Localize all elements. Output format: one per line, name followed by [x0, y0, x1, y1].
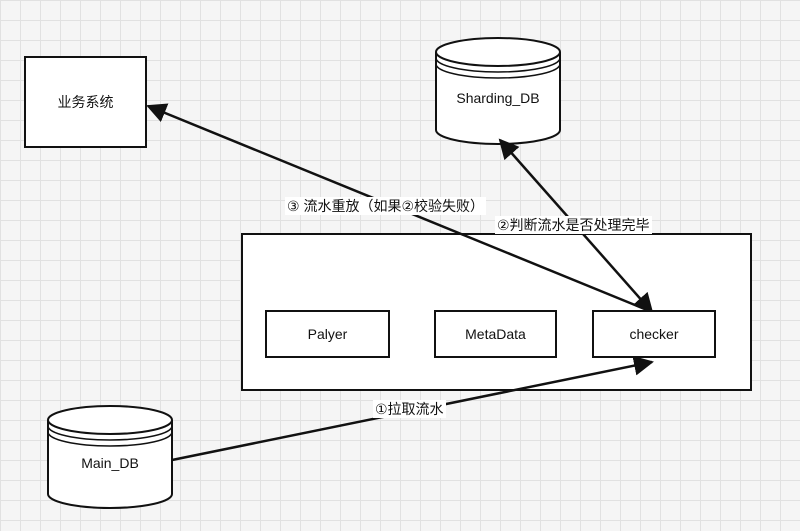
main-db-label: Main_DB [81, 455, 139, 471]
player-label: Palyer [307, 326, 348, 342]
edge-replay-label: ③ 流水重放（如果②校验失败） [285, 197, 486, 215]
metadata-label: MetaData [465, 326, 526, 342]
checker-label: checker [629, 326, 679, 342]
metadata-box: MetaData [434, 310, 557, 358]
sharding-db-cylinder [435, 37, 561, 145]
business-system-box: 业务系统 [24, 56, 147, 148]
edge-pull-label: ①拉取流水 [373, 400, 446, 418]
player-box: Palyer [265, 310, 390, 358]
sharding-db-label: Sharding_DB [456, 90, 540, 106]
business-system-label: 业务系统 [57, 94, 114, 110]
main-db-cylinder [47, 405, 173, 509]
edge-judge-label: ②判断流水是否处理完毕 [495, 216, 652, 234]
checker-box: checker [592, 310, 716, 358]
